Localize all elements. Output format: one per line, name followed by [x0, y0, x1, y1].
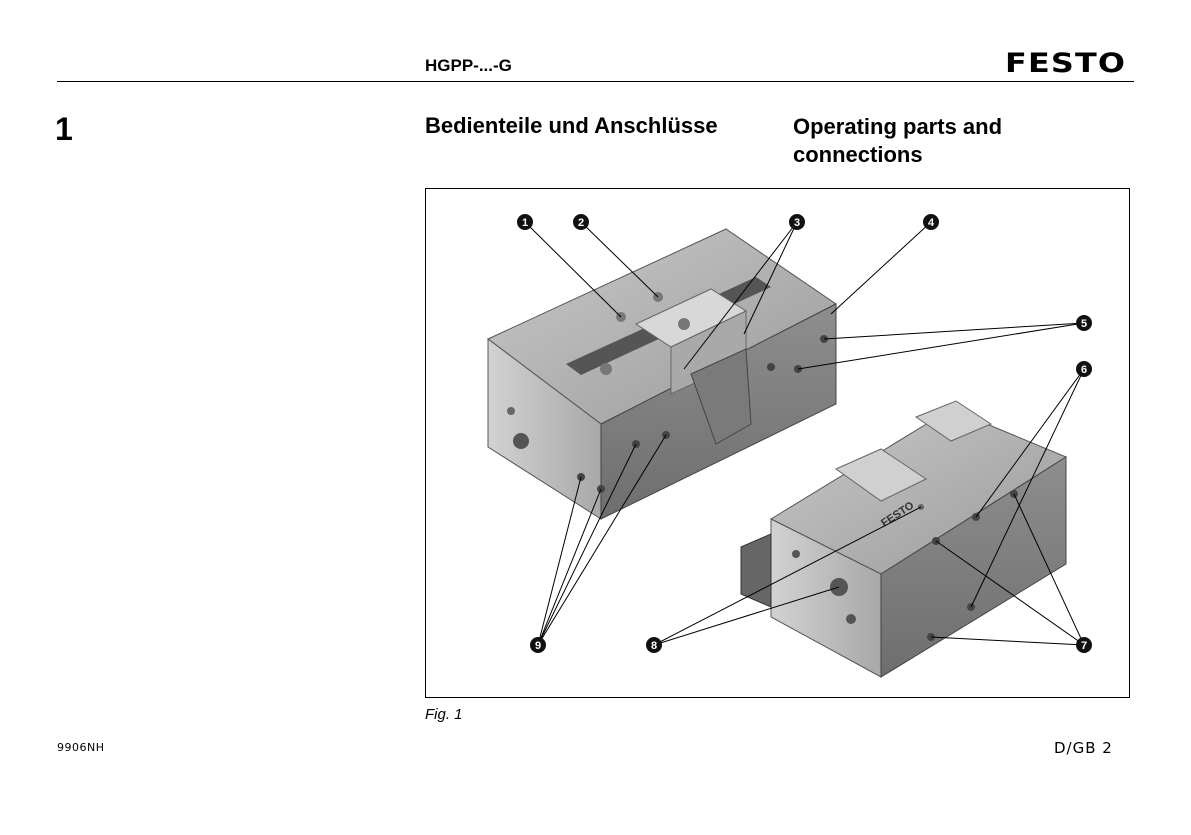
section-heading-en: Operating parts and connections [793, 113, 1113, 169]
page-number: D/GB 2 [1054, 739, 1113, 757]
callout-2: 2 [573, 214, 589, 230]
gripper-upper [488, 229, 836, 519]
callout-7: 7 [1076, 637, 1092, 653]
svg-text:8: 8 [651, 640, 657, 652]
callout-3: 3 [789, 214, 805, 230]
callout-1: 1 [517, 214, 533, 230]
svg-text:6: 6 [1081, 364, 1087, 376]
figure-caption: Fig. 1 [425, 706, 463, 723]
callout-6: 6 [1076, 361, 1092, 377]
svg-text:9: 9 [535, 640, 541, 652]
document-header-title: HGPP-...-G [425, 56, 512, 76]
header-rule [57, 81, 1134, 82]
figure-frame: FESTO 1 2 [425, 188, 1130, 698]
gripper-illustration: FESTO 1 2 [426, 189, 1129, 697]
callout-5: 5 [1076, 315, 1092, 331]
svg-text:5: 5 [1081, 318, 1087, 330]
svg-text:2: 2 [578, 217, 584, 229]
section-heading-de: Bedienteile und Anschlüsse [425, 113, 718, 139]
callout-8: 8 [646, 637, 662, 653]
callout-9: 9 [530, 637, 546, 653]
svg-text:3: 3 [794, 217, 800, 229]
svg-text:4: 4 [928, 217, 935, 229]
callout-4: 4 [923, 214, 939, 230]
festo-logo: FESTO [1005, 50, 1126, 78]
document-code: 9906NH [57, 741, 105, 754]
svg-text:1: 1 [522, 217, 528, 229]
chapter-number: 1 [55, 111, 73, 148]
gripper-lower: FESTO [741, 401, 1066, 677]
svg-text:7: 7 [1081, 640, 1087, 652]
